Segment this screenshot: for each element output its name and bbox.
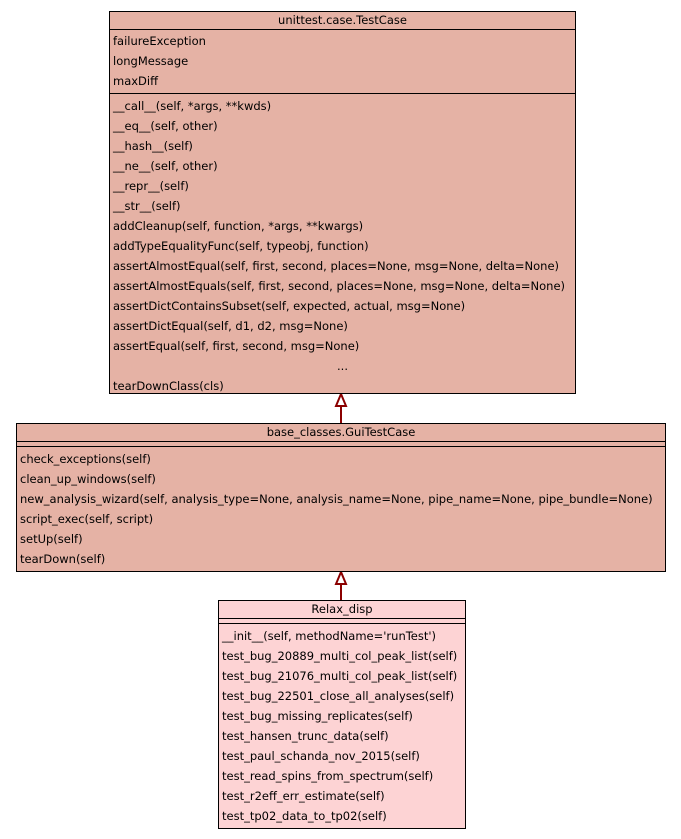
class-method: __ne__(self, other) [113, 159, 218, 173]
inheritance-arrowhead-icon [334, 569, 348, 585]
arrow-relaxdisp-to-guitestcase [334, 569, 348, 600]
class-method: __init__(self, methodName='runTest') [222, 629, 437, 643]
class-method: addTypeEqualityFunc(self, typeobj, funct… [113, 239, 369, 253]
class-method: script_exec(self, script) [20, 512, 154, 526]
class-attributes [219, 619, 465, 624]
inheritance-arrowhead-icon [334, 391, 348, 407]
class-method: __call__(self, *args, **kwds) [113, 99, 272, 113]
class-attribute: failureException [113, 34, 206, 48]
class-method: test_bug_20889_multi_col_peak_list(self) [222, 649, 458, 663]
class-attributes: failureException longMessage maxDiff [110, 30, 575, 94]
class-method: addCleanup(self, function, *args, **kwar… [113, 219, 364, 233]
class-method: new_analysis_wizard(self, analysis_type=… [20, 492, 653, 506]
class-method: tearDown(self) [20, 552, 106, 566]
class-attribute: maxDiff [113, 74, 159, 88]
class-method: assertAlmostEqual(self, first, second, p… [113, 259, 560, 273]
class-method: assertDictContainsSubset(self, expected,… [113, 299, 466, 313]
class-method: test_r2eff_err_estimate(self) [222, 789, 385, 803]
class-unittest-testcase: unittest.case.TestCase failureException l… [109, 11, 576, 394]
arrow-guitestcase-to-testcase [334, 391, 348, 423]
class-method: __str__(self) [113, 199, 181, 213]
class-attribute: longMessage [113, 54, 189, 68]
class-method: check_exceptions(self) [20, 452, 151, 466]
class-method: __repr__(self) [113, 179, 189, 193]
class-attributes [17, 442, 665, 447]
class-method: test_bug_missing_replicates(self) [222, 709, 413, 723]
class-method: test_read_spins_from_spectrum(self) [222, 769, 434, 783]
class-method: test_paul_schanda_nov_2015(self) [222, 749, 420, 763]
class-method: test_bug_22501_close_all_analyses(self) [222, 689, 455, 703]
ellipsis-row: ... [337, 359, 348, 373]
class-method: clean_up_windows(self) [20, 472, 156, 486]
class-title: base_classes.GuiTestCase [17, 424, 665, 442]
class-title: unittest.case.TestCase [110, 12, 575, 30]
class-method: assertAlmostEquals(self, first, second, … [113, 279, 566, 293]
class-method: test_tp02_data_to_tp02(self) [222, 809, 387, 823]
class-methods: check_exceptions(self) clean_up_windows(s… [17, 447, 665, 571]
class-base-classes-guitestcase: base_classes.GuiTestCase check_exception… [16, 423, 666, 572]
class-methods: __call__(self, *args, **kwds) __eq__(self… [110, 94, 575, 398]
class-method: __eq__(self, other) [113, 119, 218, 133]
class-relax-disp: Relax_disp __init__(self, methodName='ru… [218, 600, 466, 829]
class-method: setUp(self) [20, 532, 83, 546]
class-method: test_hansen_trunc_data(self) [222, 729, 389, 743]
class-method: __hash__(self) [113, 139, 193, 153]
class-methods: __init__(self, methodName='runTest') test… [219, 624, 465, 828]
class-title: Relax_disp [219, 601, 465, 619]
class-method: assertEqual(self, first, second, msg=Non… [113, 339, 360, 353]
class-method: test_bug_21076_multi_col_peak_list(self) [222, 669, 458, 683]
class-method: tearDownClass(cls) [113, 379, 224, 393]
class-method: assertDictEqual(self, d1, d2, msg=None) [113, 319, 348, 333]
